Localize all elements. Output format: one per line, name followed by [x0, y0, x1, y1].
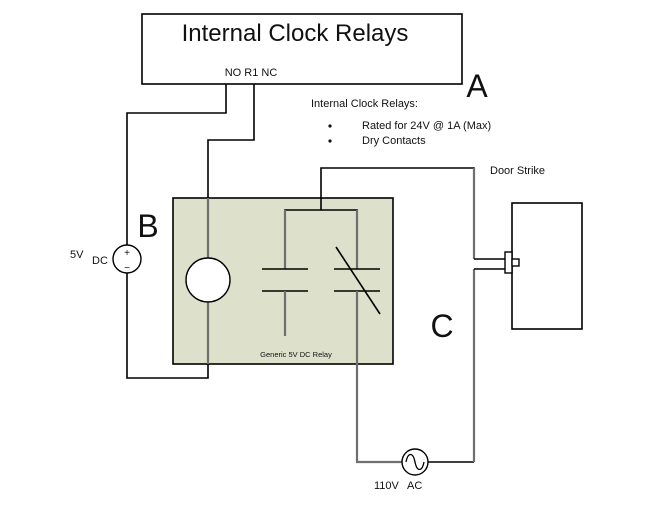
- door-strike-label: Door Strike: [490, 165, 545, 177]
- wire-nc-to-coil: [207, 84, 255, 198]
- relay-coil-icon: [185, 257, 231, 303]
- ac-type-label: AC: [407, 480, 422, 492]
- door-strike-plate-icon: [504, 251, 513, 274]
- note-item: Dry Contacts: [362, 135, 426, 147]
- svg-text:−: −: [124, 263, 130, 274]
- door-strike-box: [511, 202, 583, 330]
- door-strike-latch-icon: [511, 258, 520, 267]
- clock-relay-box: [141, 13, 463, 85]
- wire-no-to-dc: [126, 84, 227, 245]
- ac-source-icon: [401, 448, 429, 476]
- note-item: Rated for 24V @ 1A (Max): [362, 120, 491, 132]
- notes-heading: Internal Clock Relays:: [311, 98, 418, 110]
- section-label-c: C: [430, 308, 453, 344]
- wire-nc-to-ac: [355, 364, 402, 464]
- svg-text:+: +: [124, 248, 130, 259]
- relay-terminals-label: NO R1 NC: [225, 67, 278, 79]
- clock-relay-title: Internal Clock Relays: [182, 20, 409, 47]
- section-label-a: A: [466, 68, 488, 104]
- bullet-icon: [328, 139, 332, 143]
- nc-contact-icon: [334, 246, 381, 364]
- generic-relay-label: Generic 5V DC Relay: [260, 350, 332, 359]
- section-label-b: B: [137, 208, 158, 244]
- ac-voltage-label: 110V: [374, 480, 400, 492]
- dc-voltage-label: 5V: [70, 249, 84, 261]
- no-contact-icon: [262, 268, 308, 336]
- dc-source-icon: + −: [112, 244, 142, 274]
- dc-type-label: DC: [92, 255, 108, 267]
- bullet-icon: [328, 124, 332, 128]
